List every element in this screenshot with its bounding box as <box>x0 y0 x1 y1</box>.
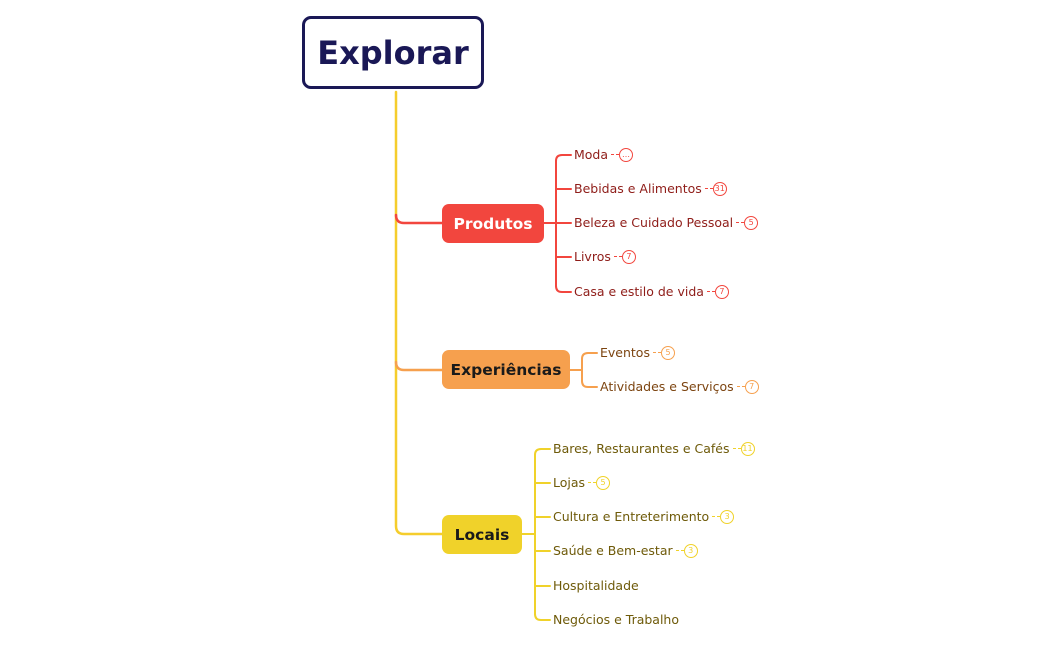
child-count-badge[interactable]: 3 <box>712 510 735 524</box>
branch-node-experiencias[interactable]: Experiências <box>442 350 570 389</box>
leaf-node[interactable]: Negócios e Trabalho <box>553 612 680 627</box>
child-count-badge[interactable]: 11 <box>732 442 755 456</box>
leaf-connector-line <box>534 613 551 621</box>
leaf-node[interactable]: Beleza e Cuidado Pessoal <box>574 215 734 230</box>
child-count-badge[interactable]: 7 <box>613 250 636 264</box>
child-count-badge[interactable]: 5 <box>652 346 675 360</box>
leaf-node[interactable]: Saúde e Bem-estar <box>553 543 673 558</box>
leaf-connector-line <box>581 380 598 388</box>
trunk-branch-line <box>394 213 444 225</box>
leaf-connector-line <box>534 448 551 456</box>
leaf-connector-line <box>581 352 598 360</box>
trunk-branch-line <box>394 360 444 372</box>
branch-node-locais[interactable]: Locais <box>442 515 522 554</box>
root-node-explorar[interactable]: Explorar <box>302 16 484 89</box>
leaf-node[interactable]: Casa e estilo de vida <box>574 284 704 299</box>
trunk-line <box>394 90 444 536</box>
leaf-node[interactable]: Moda <box>574 147 609 162</box>
branch-node-produtos[interactable]: Produtos <box>442 204 544 243</box>
child-count-badge[interactable]: 5 <box>588 476 611 490</box>
leaf-node[interactable]: Cultura e Entreterimento <box>553 509 710 524</box>
leaf-node[interactable]: Eventos <box>600 345 650 360</box>
leaf-connector-line <box>555 285 572 293</box>
child-count-badge[interactable]: 7 <box>706 285 729 299</box>
leaf-node[interactable]: Bebidas e Alimentos <box>574 181 702 196</box>
child-count-badge[interactable]: 7 <box>736 380 759 394</box>
leaf-node[interactable]: Lojas <box>553 475 586 490</box>
child-count-badge[interactable]: 31 <box>704 182 727 196</box>
child-count-badge[interactable]: 5 <box>736 216 759 230</box>
child-count-badge[interactable]: 3 <box>675 544 698 558</box>
leaf-node[interactable]: Bares, Restaurantes e Cafés <box>553 441 730 456</box>
leaf-node[interactable]: Atividades e Serviços <box>600 379 734 394</box>
leaf-connector-line <box>555 154 572 162</box>
child-count-badge[interactable]: … <box>611 148 634 162</box>
leaf-node[interactable]: Hospitalidade <box>553 578 639 593</box>
leaf-node[interactable]: Livros <box>574 249 611 264</box>
